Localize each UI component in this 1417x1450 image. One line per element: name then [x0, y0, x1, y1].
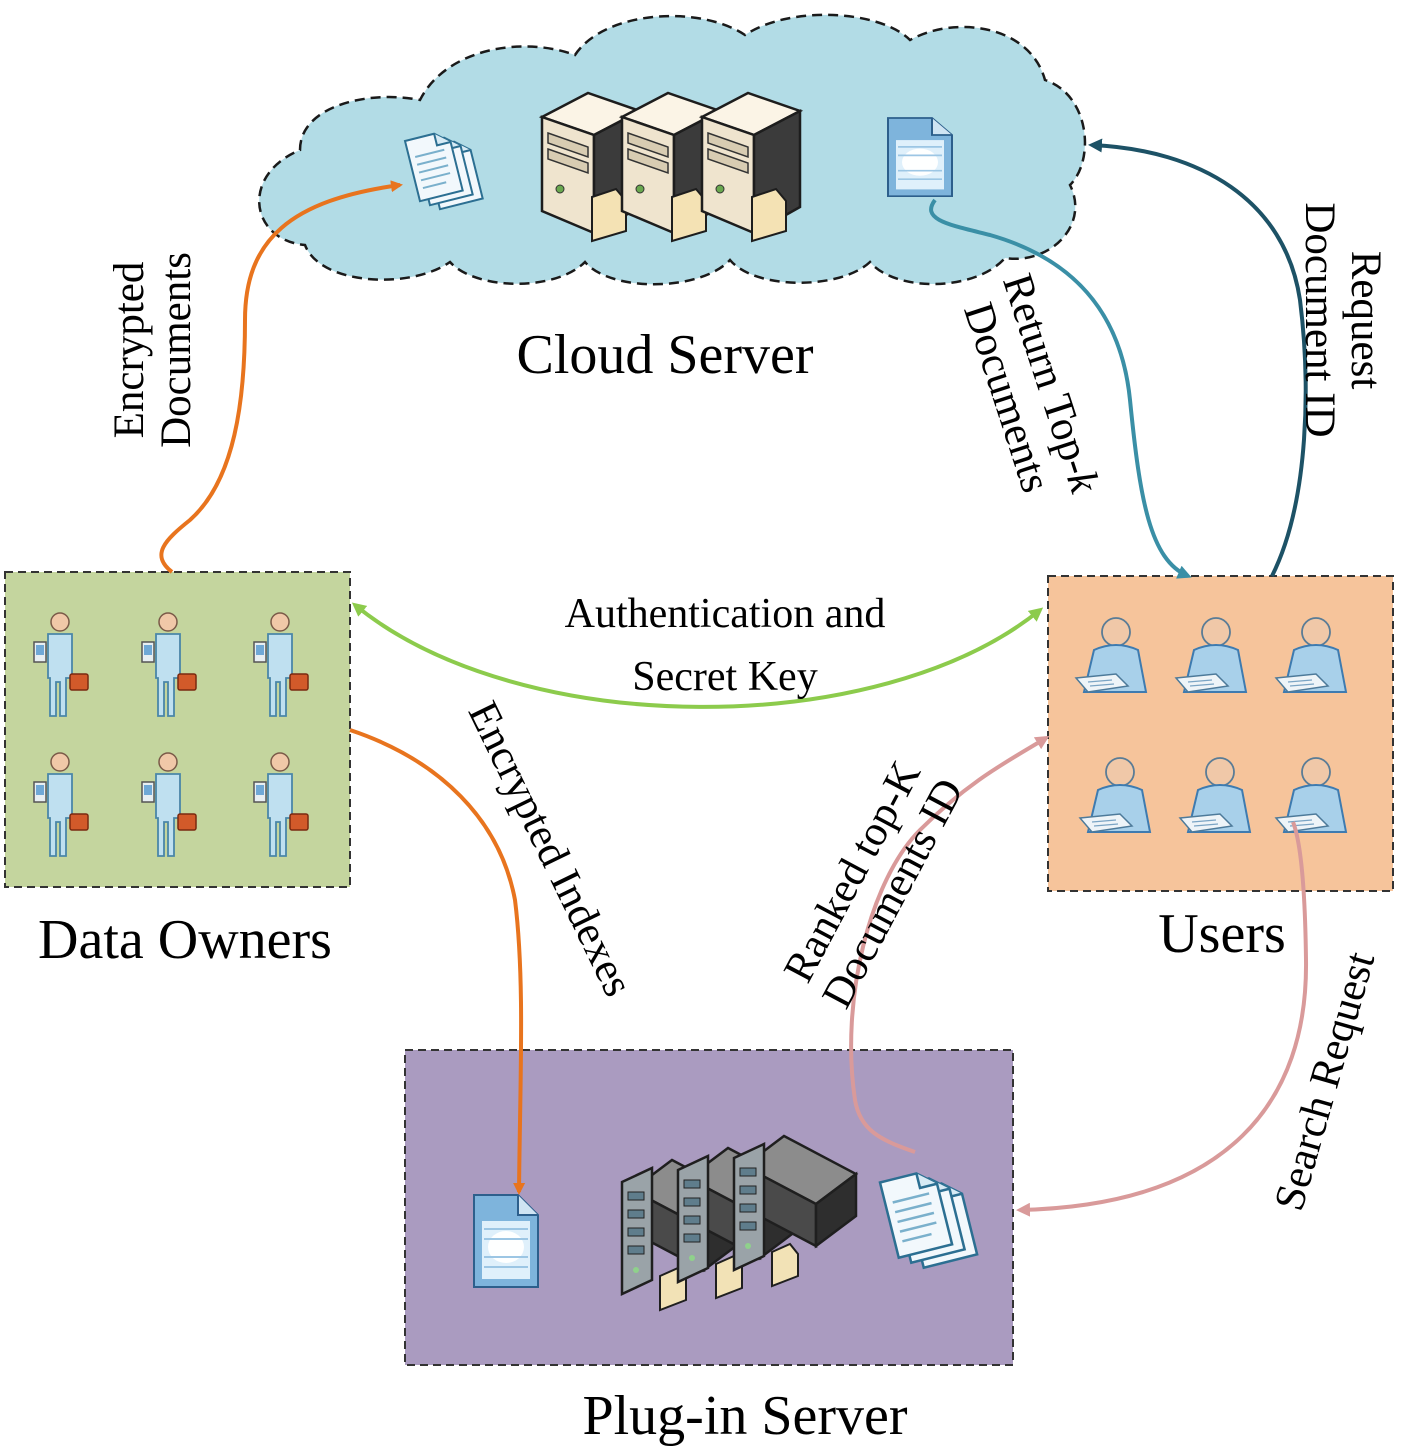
- data-owners-label: Data Owners: [38, 909, 332, 971]
- return-topk-arrow: [929, 198, 1192, 579]
- index-file-icon: [473, 1194, 539, 1288]
- users-node: Users: [1047, 575, 1394, 965]
- request-docid-arrow: [1088, 138, 1308, 577]
- users-label: Users: [1158, 903, 1286, 965]
- request-docid-label: Request Document ID: [1296, 202, 1389, 437]
- index-file-icon: [887, 117, 953, 198]
- ranked-topk-label: Ranked top-K Documents ID: [775, 754, 973, 1016]
- encrypted-documents-label: Encrypted Documents: [106, 252, 200, 448]
- plugin-server-label: Plug-in Server: [582, 1385, 907, 1447]
- search-request-arrow: [1016, 821, 1309, 1217]
- encrypted-documents-line2: Documents: [153, 252, 200, 448]
- encrypted-indexes-line1: Encrypted Indexes: [459, 694, 642, 1003]
- encrypted-documents-line1: Encrypted: [106, 262, 153, 439]
- data-owners-node: Data Owners: [4, 571, 351, 971]
- cloud-server-label: Cloud Server: [516, 324, 813, 386]
- request-docid-line1: Request: [1342, 251, 1389, 390]
- request-docid-line2: Document ID: [1296, 202, 1343, 437]
- plugin-server-node: Plug-in Server: [404, 1049, 1014, 1447]
- encrypted-indexes-arrow: [349, 728, 526, 1195]
- ranked-topk-arrow: [849, 735, 1050, 1154]
- return-topk-label: Return Top-k Documents: [954, 268, 1108, 499]
- encrypted-documents-arrow: [159, 180, 403, 574]
- cloud-server-node: Cloud Server: [258, 13, 1087, 386]
- encrypted-indexes-label: Encrypted Indexes: [459, 694, 642, 1003]
- authentication-line1: Authentication and: [565, 591, 886, 637]
- authentication-arrow: [351, 602, 1044, 709]
- authentication-line2: Secret Key: [632, 654, 817, 700]
